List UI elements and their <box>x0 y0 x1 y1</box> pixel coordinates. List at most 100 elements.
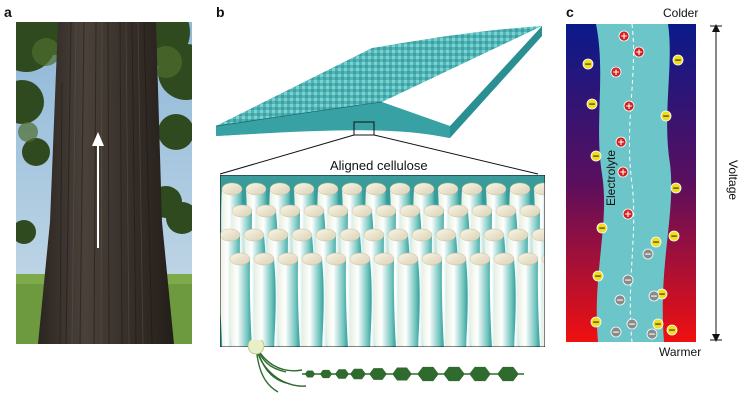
fiber-cap <box>269 182 291 196</box>
fiber-cap <box>519 204 541 218</box>
fiber-column <box>301 259 324 347</box>
fiber-cap <box>253 252 275 266</box>
fiber-cap <box>277 252 299 266</box>
tree-photo <box>16 22 192 344</box>
fiber-cap <box>471 204 493 218</box>
positive-ion: + <box>615 136 627 148</box>
positive-ion: + <box>633 46 645 58</box>
svg-text:+: + <box>620 32 628 42</box>
microfibril-strands <box>255 345 307 393</box>
fiber-cap <box>339 228 361 242</box>
svg-text:−: − <box>594 272 602 282</box>
fiber-column <box>421 259 445 347</box>
negative-ion: − <box>652 318 664 330</box>
svg-text:−: − <box>592 152 600 162</box>
fiber-cap <box>267 228 289 242</box>
fiber-cap <box>445 252 467 266</box>
glucose-unit <box>369 368 387 380</box>
fiber-cap <box>301 252 323 266</box>
positive-ion: + <box>623 100 635 112</box>
fiber-cap <box>509 182 531 196</box>
fiber-column <box>397 259 420 347</box>
svg-text:+: + <box>619 168 627 178</box>
svg-text:−: − <box>588 100 596 110</box>
fiber-column <box>469 259 493 347</box>
fiber-column <box>541 259 545 347</box>
svg-text:−: − <box>616 296 624 306</box>
voltage-label: Voltage <box>726 160 740 201</box>
fiber-cap <box>315 228 337 242</box>
svg-text:−: − <box>592 318 600 328</box>
svg-text:−: − <box>648 330 656 340</box>
zoom-guide-lines <box>219 134 539 175</box>
svg-text:+: + <box>635 48 643 58</box>
negative-ion: − <box>666 324 678 336</box>
fiber-cap <box>363 228 385 242</box>
fiber-cap <box>483 228 505 242</box>
negative-ion-grey: − <box>648 290 660 302</box>
negative-ion: − <box>590 150 602 162</box>
glucose-unit <box>350 368 366 380</box>
wood-membrane-sheet <box>215 26 542 138</box>
glucose-unit <box>304 370 316 378</box>
glucose-unit <box>319 369 333 379</box>
fiber-cap <box>469 252 491 266</box>
negative-ion-grey: − <box>622 274 634 286</box>
fiber-cap <box>411 228 433 242</box>
negative-ion: − <box>660 110 672 122</box>
fiber-cap <box>423 204 445 218</box>
voltage-arrow <box>710 24 722 342</box>
svg-text:−: − <box>628 320 636 330</box>
glucose-unit <box>335 369 349 379</box>
fiber-columns <box>220 182 545 347</box>
fiber-cap <box>231 204 253 218</box>
positive-ion: + <box>618 30 630 42</box>
glucose-unit <box>443 366 465 382</box>
negative-ion-grey: − <box>610 326 622 338</box>
warmer-label: Warmer <box>659 345 702 359</box>
fiber-cap <box>387 228 409 242</box>
colder-label: Colder <box>663 6 699 20</box>
thermoelectric-channel-diagram: +++++++−−−−−−−−−−−−−−−−−−−−− <box>566 24 696 342</box>
svg-text:−: − <box>598 224 606 234</box>
svg-text:−: − <box>644 250 652 260</box>
svg-text:−: − <box>652 238 660 248</box>
fiber-cap <box>255 204 277 218</box>
fiber-cap <box>243 228 265 242</box>
svg-text:−: − <box>654 320 662 330</box>
svg-text:+: + <box>617 138 625 148</box>
negative-ion: − <box>586 98 598 110</box>
svg-text:−: − <box>584 60 592 70</box>
svg-text:−: − <box>612 328 620 338</box>
svg-text:+: + <box>612 68 620 78</box>
fiber-column <box>229 259 253 347</box>
fiber-cap <box>327 204 349 218</box>
svg-text:−: − <box>662 112 670 122</box>
fiber-column <box>493 259 516 347</box>
negative-ion-grey: − <box>614 294 626 306</box>
panel-letter-a: a <box>4 4 12 20</box>
fiber-cap <box>533 182 545 196</box>
fiber-tip <box>247 340 265 355</box>
negative-ion: − <box>656 288 668 300</box>
fiber-cap <box>221 182 243 196</box>
negative-ion: − <box>670 182 682 194</box>
fiber-cap <box>493 252 515 266</box>
fiber-cap <box>397 252 419 266</box>
fiber-cap <box>459 228 481 242</box>
fiber-cap <box>461 182 483 196</box>
fiber-cap <box>435 228 457 242</box>
fiber-cap <box>485 182 507 196</box>
fiber-column <box>517 259 541 347</box>
svg-text:−: − <box>674 56 682 66</box>
aligned-cellulose-label: Aligned cellulose <box>330 158 428 173</box>
fiber-cap <box>293 182 315 196</box>
negative-ion-grey: − <box>642 248 654 260</box>
negative-ion: − <box>582 58 594 70</box>
negative-ion: − <box>592 270 604 282</box>
negative-ion-grey: − <box>626 318 638 330</box>
fiber-column <box>349 259 372 347</box>
svg-text:+: + <box>624 210 632 220</box>
electrolyte-channel <box>596 24 672 342</box>
glucose-units <box>304 366 519 382</box>
